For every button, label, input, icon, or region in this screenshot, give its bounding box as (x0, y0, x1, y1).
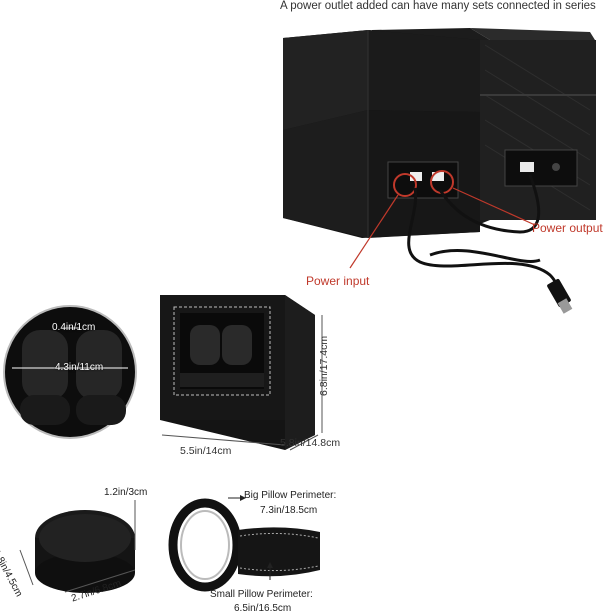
big-pillow-perimeter-value: 7.3in/18.5cm (260, 505, 318, 516)
power-output-label: Power output (532, 221, 603, 235)
winder-box-illustration (160, 295, 323, 451)
cushion-width-label: 4.3in/11cm (55, 362, 104, 373)
pillow-perimeter-illustration (168, 495, 320, 592)
header-caption: A power outlet added can have many sets … (280, 0, 596, 12)
pillow-illustration (19, 500, 136, 593)
winder-width-label: 5.5in/14cm (180, 445, 232, 457)
pillow-height-label: 1.2in/3cm (104, 487, 148, 498)
big-pillow-perimeter-title: Big Pillow Perimeter: (244, 490, 337, 501)
cushion-gap-label: 0.4in/1cm (52, 322, 96, 333)
winder-height-label: 6.8in/17.4cm (318, 335, 330, 396)
small-pillow-perimeter-title: Small Pillow Perimeter: (210, 589, 313, 600)
power-input-label: Power input (306, 274, 370, 288)
winder-depth-label: 5.8in/14.8cm (280, 437, 341, 449)
small-pillow-perimeter-value: 6.5in/16.5cm (234, 603, 292, 614)
connected-winders-illustration (283, 28, 596, 314)
cushion-closeup-illustration (3, 305, 137, 439)
